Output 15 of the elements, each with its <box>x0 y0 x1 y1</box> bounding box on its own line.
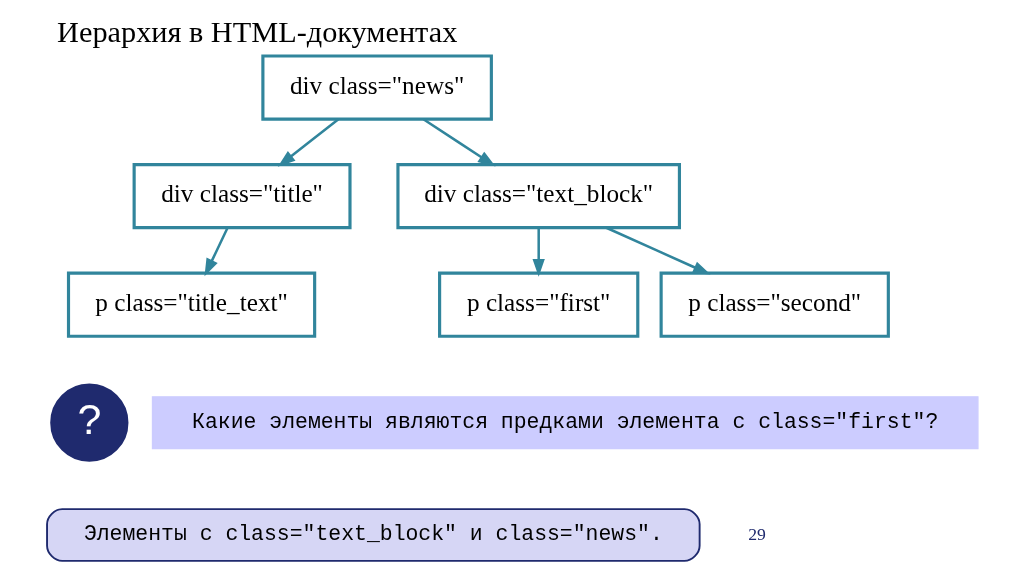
node-box: div class="news" <box>260 54 493 121</box>
node-box: p class="second" <box>659 271 890 338</box>
node-box: Какие элементы являются предками элемента с class="first"? <box>151 396 979 450</box>
node-box: div class="text_block" <box>395 163 681 230</box>
arrow <box>532 228 545 277</box>
diagram-title: Иерархия в HTML-документах <box>56 15 457 50</box>
label: 29 <box>747 523 766 544</box>
node-box: p class="title_text" <box>66 271 316 338</box>
arrow <box>204 227 229 277</box>
node-box: p class="first" <box>437 271 639 338</box>
node-box: div class="title" <box>132 163 352 230</box>
arrow <box>422 118 496 167</box>
node-box: Элементы с class="text_block" и class="news". <box>45 508 701 562</box>
arrow <box>277 118 339 167</box>
arrow <box>605 226 711 275</box>
